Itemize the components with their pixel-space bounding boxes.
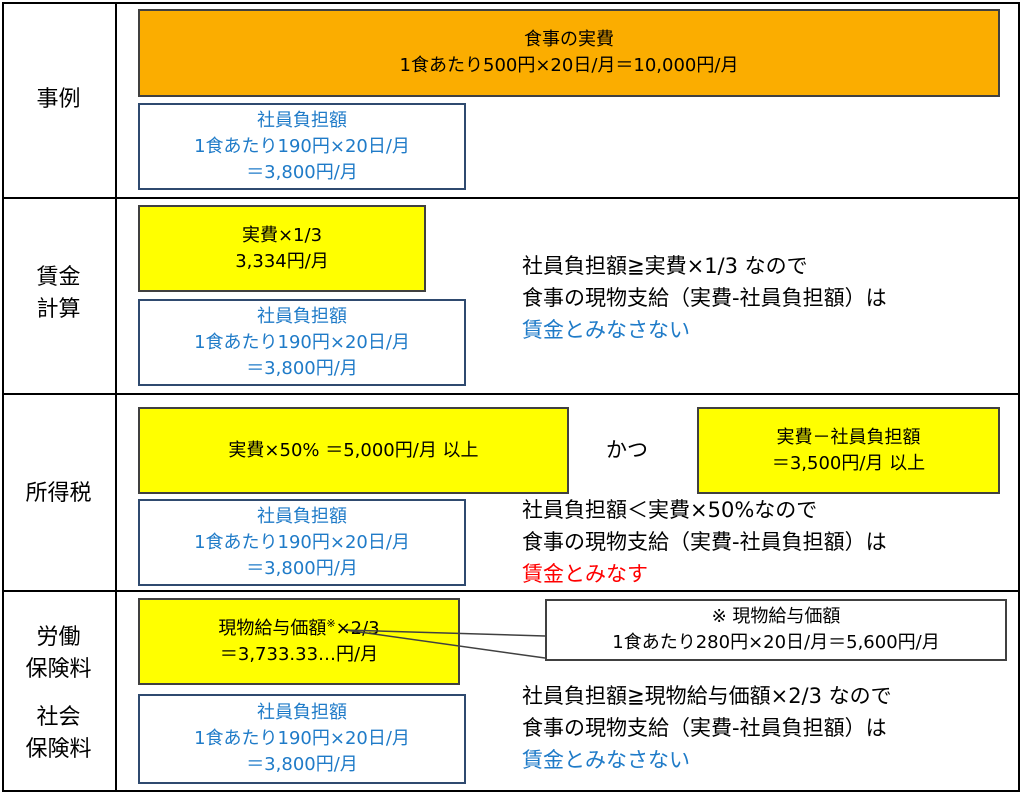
wage-note: 社員負担額≧実費×1/3 なので 食事の現物支給（実費-社員負担額）は 賃金とみ…	[522, 250, 887, 346]
row-label-social-insurance: 社会 保険料	[2, 702, 115, 766]
callout-line	[344, 629, 546, 659]
label-line: 事例	[36, 87, 81, 112]
note-line: 食事の現物支給（実費-社員負担額）は	[522, 716, 887, 740]
box-line: 1食あたり190円×20日/月	[194, 728, 410, 749]
label-line: 計算	[36, 297, 81, 322]
actual-cost-box: 食事の実費 1食あたり500円×20日/月＝10,000円/月	[138, 9, 1000, 97]
label-line: 保険料	[25, 657, 92, 682]
conclusion-not-wage: 賃金とみなさない	[522, 318, 690, 342]
note-line: 社員負担額≧現物給与価額×2/3 なので	[522, 684, 892, 708]
box-line: ※ 現物給与価額	[711, 606, 841, 627]
reference-mark: ※	[326, 616, 336, 630]
callout-line	[344, 629, 546, 637]
label-line: 賃金	[36, 265, 81, 290]
one-third-box: 実費×1/3 3,334円/月	[138, 205, 426, 292]
employee-share-box: 社員負担額 1食あたり190円×20日/月 ＝3,800円/月	[138, 299, 466, 386]
box-line: ＝3,800円/月	[246, 557, 358, 579]
box-line: ＝3,500円/月 以上	[771, 452, 926, 474]
inkind-label: 現物給与価額	[218, 617, 327, 639]
box-line: ＝3,733.33…円/月	[219, 643, 379, 665]
note-line: 食事の現物支給（実費-社員負担額）は	[522, 286, 887, 310]
and-connector: かつ	[606, 438, 648, 462]
inkind-value-box: 現物給与価額※×2/3 ＝3,733.33…円/月	[138, 598, 460, 685]
difference-box: 実費－社員負担額 ＝3,500円/月 以上	[697, 407, 1000, 494]
box-line: 1食あたり190円×20日/月	[194, 331, 410, 353]
footnote-box: ※ 現物給与価額 1食あたり280円×20日/月＝5,600円/月	[545, 599, 1007, 661]
box-line: 実費×50% ＝5,000円/月 以上	[228, 439, 479, 461]
box-line: 1食あたり190円×20日/月	[194, 135, 410, 157]
box-line: 1食あたり280円×20日/月＝5,600円/月	[612, 632, 940, 653]
box-line: 1食あたり500円×20日/月＝10,000円/月	[399, 55, 739, 76]
box-line: ＝3,800円/月	[246, 357, 358, 379]
conclusion-is-wage: 賃金とみなす	[522, 562, 648, 586]
employee-share-box: 社員負担額 1食あたり190円×20日/月 ＝3,800円/月	[138, 499, 466, 586]
box-line: 1食あたり190円×20日/月	[194, 531, 410, 553]
note-line: 社員負担額＜実費×50%なので	[522, 498, 818, 522]
label-line: 社会	[36, 705, 81, 730]
employee-share-box: 社員負担額 1食あたり190円×20日/月 ＝3,800円/月	[138, 103, 466, 190]
row-label-example: 事例	[2, 84, 115, 116]
employee-share-box: 社員負担額 1食あたり190円×20日/月 ＝3,800円/月	[138, 694, 466, 784]
label-line: 保険料	[25, 737, 92, 762]
note-line: 社員負担額≧実費×1/3 なので	[522, 254, 808, 278]
box-line: 社員負担額	[257, 702, 347, 723]
label-line: 労働	[36, 625, 81, 650]
box-line: 社員負担額	[257, 305, 347, 327]
tax-note: 社員負担額＜実費×50%なので 食事の現物支給（実費-社員負担額）は 賃金とみな…	[522, 494, 887, 590]
column-divider	[115, 2, 117, 792]
row-divider	[2, 590, 1020, 592]
box-line: 実費×1/3	[241, 224, 323, 246]
note-line: 食事の現物支給（実費-社員負担額）は	[522, 530, 887, 554]
row-label-wage: 賃金 計算	[2, 262, 115, 326]
box-line: ＝3,800円/月	[246, 754, 358, 775]
row-label-labor-insurance: 労働 保険料	[2, 622, 115, 686]
box-line: 社員負担額	[257, 505, 347, 527]
insurance-note: 社員負担額≧現物給与価額×2/3 なので 食事の現物支給（実費-社員負担額）は …	[522, 680, 892, 776]
box-line: 3,334円/月	[235, 250, 329, 272]
row-divider	[2, 197, 1020, 199]
row-divider	[2, 393, 1020, 395]
box-line: ＝3,800円/月	[246, 161, 358, 183]
row-label-income-tax: 所得税	[2, 478, 115, 510]
box-line: 食事の実費	[524, 29, 614, 50]
box-line: 社員負担額	[257, 109, 347, 131]
label-line: 所得税	[25, 481, 92, 506]
conclusion-not-wage: 賃金とみなさない	[522, 748, 690, 772]
box-line: 実費－社員負担額	[776, 426, 921, 448]
fifty-percent-box: 実費×50% ＝5,000円/月 以上	[138, 407, 569, 494]
